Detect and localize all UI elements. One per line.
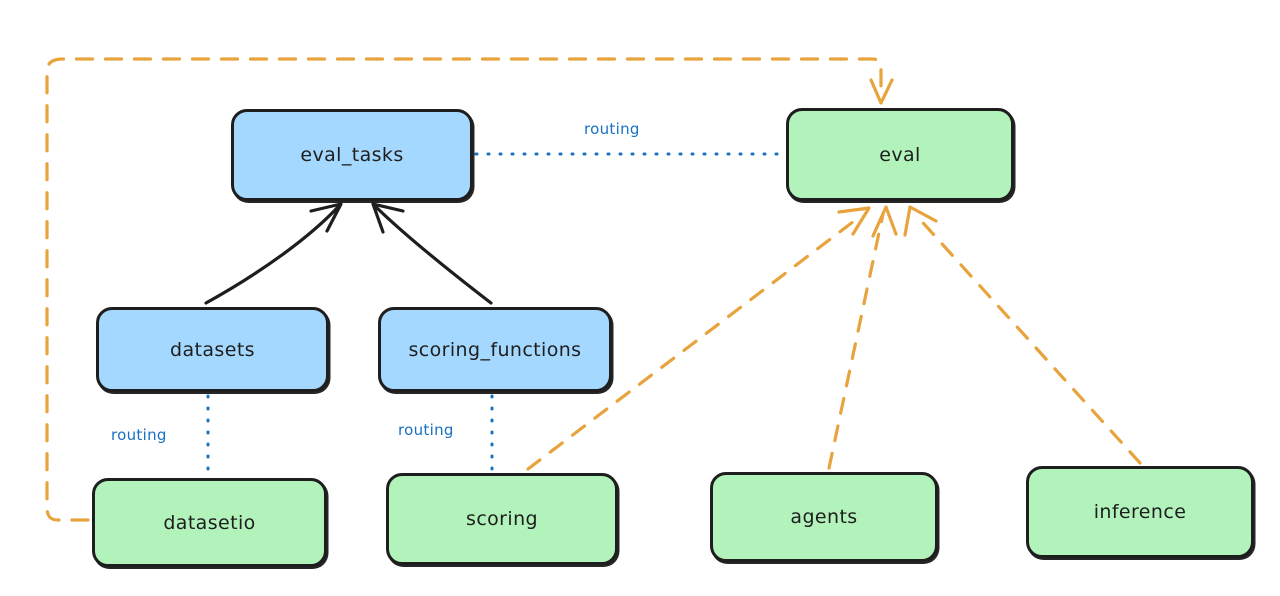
- node-label-eval: eval: [879, 143, 921, 166]
- edge-datasets-to-eval_tasks: [204, 202, 343, 305]
- node-scoring-functions[interactable]: scoring_functions: [378, 307, 612, 392]
- node-datasetio[interactable]: datasetio: [92, 478, 327, 567]
- edge-label-routing-scoring: routing: [398, 421, 454, 439]
- edge-scoring_functions-to-eval_tasks: [371, 202, 493, 305]
- edge-label-routing-datasetio: routing: [111, 426, 167, 444]
- node-eval[interactable]: eval: [786, 108, 1014, 201]
- node-scoring[interactable]: scoring: [386, 473, 618, 565]
- node-eval-tasks[interactable]: eval_tasks: [231, 109, 473, 201]
- node-label-agents: agents: [790, 506, 858, 528]
- node-inference[interactable]: inference: [1026, 466, 1254, 558]
- node-label-scoring-functions: scoring_functions: [408, 338, 582, 361]
- node-label-datasetio: datasetio: [163, 511, 256, 534]
- edge-agents-to-eval: [827, 205, 898, 470]
- node-agents[interactable]: agents: [710, 472, 938, 562]
- edge-label-routing-eval: routing: [584, 120, 640, 138]
- node-label-eval-tasks: eval_tasks: [300, 144, 404, 166]
- node-label-scoring: scoring: [466, 508, 538, 530]
- edge-inference-to-eval: [903, 205, 1142, 465]
- node-datasets[interactable]: datasets: [96, 307, 329, 392]
- node-label-inference: inference: [1093, 501, 1187, 523]
- node-label-datasets: datasets: [170, 338, 255, 361]
